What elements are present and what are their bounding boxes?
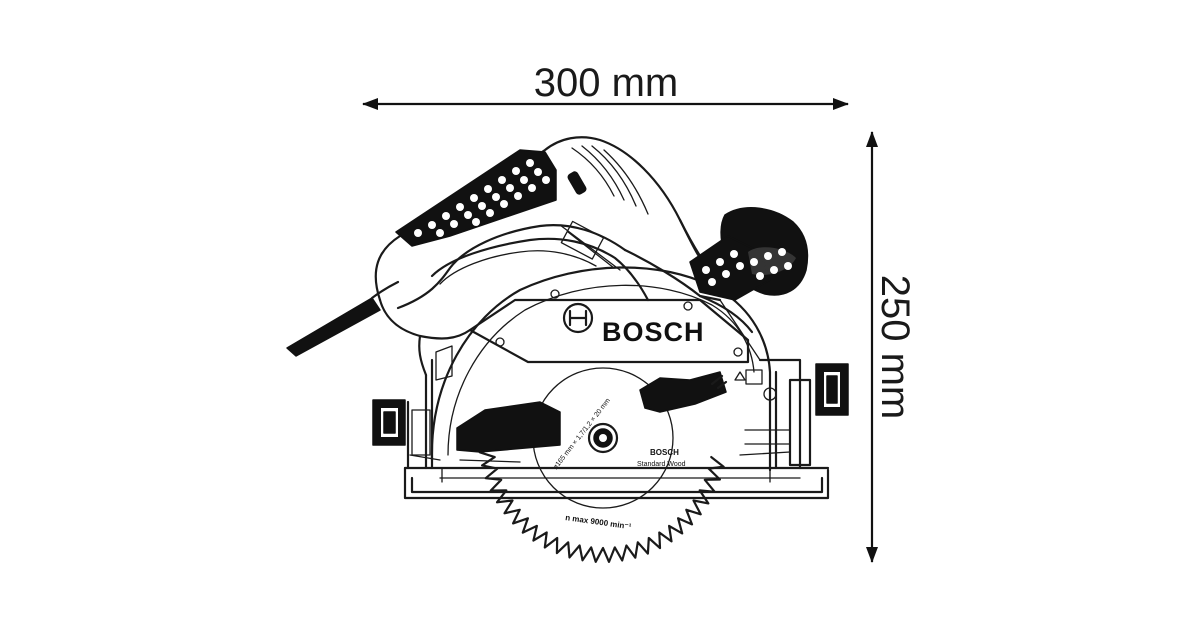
circular-saw-illustration: ø165 mm × 1,7/1,2 × 20 mm BOSCH Standard… xyxy=(286,136,849,563)
gear-housing xyxy=(698,294,791,445)
height-dimension: 250 mm xyxy=(866,131,917,563)
width-dimension-label: 300 mm xyxy=(534,61,679,105)
brand-logo: BOSCH xyxy=(602,317,705,347)
blade-brand-text: BOSCH xyxy=(650,448,679,457)
height-dimension-label: 250 mm xyxy=(873,275,917,420)
depth-lever xyxy=(639,371,746,413)
auxiliary-handle xyxy=(689,207,809,301)
blade-speed-text: n max 9000 min⁻¹ xyxy=(565,513,632,531)
blade-type-text: Standard Wood xyxy=(637,461,686,468)
motor-housing xyxy=(374,136,737,377)
blade-housing-details xyxy=(409,345,791,483)
guard-lever xyxy=(456,401,561,453)
front-clamp-knob xyxy=(815,363,849,416)
base-plate xyxy=(403,358,830,500)
power-cord xyxy=(286,280,400,357)
rear-clamp-knob xyxy=(372,399,406,446)
width-dimension: 300 mm xyxy=(362,61,849,110)
